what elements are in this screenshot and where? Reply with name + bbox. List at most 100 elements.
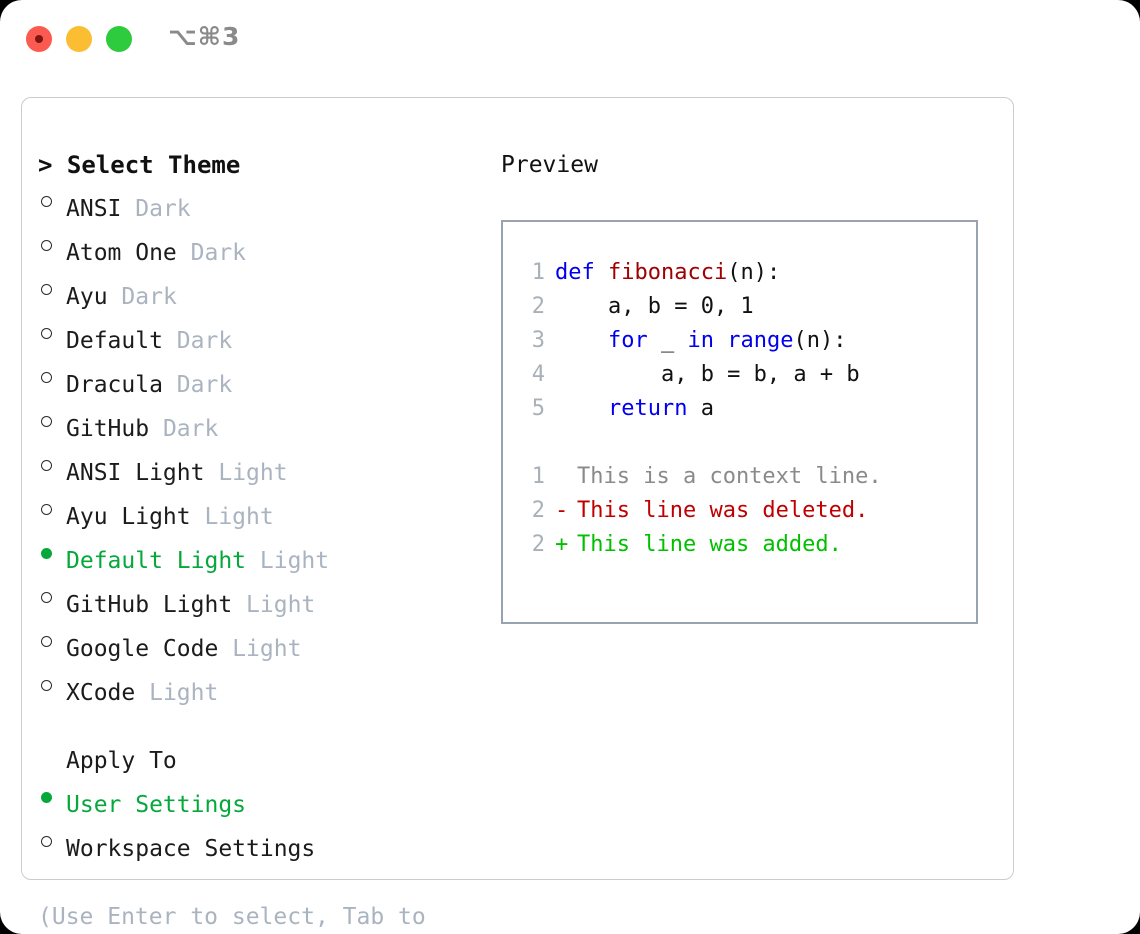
theme-option-selected[interactable]: Default Light Light <box>38 534 498 578</box>
code-token-plain <box>714 328 727 353</box>
theme-option[interactable]: Default Dark <box>38 314 498 358</box>
code-line: 3 for _ in range(n): <box>503 324 976 358</box>
keyboard-hint-text: (Use Enter to select, Tab to change focu… <box>38 904 426 930</box>
apply-to-option-label: Workspace Settings <box>66 836 316 862</box>
radio-off-icon[interactable] <box>38 358 66 392</box>
code-line: 1 def fibonacci(n): <box>503 256 976 290</box>
theme-option-label: GitHub Light <box>66 592 233 618</box>
theme-option[interactable]: GitHub Light Light <box>38 578 498 622</box>
diff-marker <box>555 460 577 494</box>
apply-to-option[interactable]: Workspace Settings <box>38 822 498 866</box>
preview-heading: Preview <box>501 152 598 178</box>
theme-option-variant: Light <box>232 636 302 662</box>
radio-on-icon[interactable] <box>38 778 66 812</box>
theme-option[interactable]: Ayu Light Light <box>38 490 498 534</box>
diff-line-added: 2 +This line was added. <box>503 528 976 562</box>
theme-option-label: ANSI <box>66 196 122 222</box>
radio-off-icon[interactable] <box>38 226 66 260</box>
theme-option-label: XCode <box>66 680 136 706</box>
diff-marker: - <box>555 498 569 523</box>
code-content: a, b = 0, 1 <box>555 290 754 324</box>
theme-option-variant: Dark <box>162 416 219 442</box>
radio-off-icon[interactable] <box>38 822 66 856</box>
theme-option-variant: Dark <box>190 240 247 266</box>
code-token-keyword: for <box>607 328 648 353</box>
radio-off-icon[interactable] <box>38 270 66 304</box>
theme-option-variant: Light <box>246 592 316 618</box>
line-number: 3 <box>531 328 545 353</box>
line-number: 2 <box>531 532 545 557</box>
line-number: 1 <box>531 260 545 285</box>
theme-option-label: Google Code <box>66 636 219 662</box>
code-token-plain: (n): <box>793 328 847 353</box>
theme-option-label: Ayu <box>66 284 108 310</box>
code-token-builtin: range <box>727 328 794 353</box>
apply-to-option-label: User Settings <box>66 792 247 818</box>
theme-option[interactable]: Dracula Dark <box>38 358 498 402</box>
code-content: a, b = b, a + b <box>555 358 860 392</box>
theme-option-variant: Light <box>204 504 274 530</box>
theme-option-label: Atom One <box>66 240 177 266</box>
theme-option[interactable]: GitHub Dark <box>38 402 498 446</box>
theme-option[interactable]: ANSI Dark <box>38 182 498 226</box>
theme-option-label: GitHub <box>66 416 150 442</box>
code-line: 2 a, b = 0, 1 <box>503 290 976 324</box>
maximize-button[interactable] <box>106 26 132 52</box>
theme-option-label: Default <box>66 328 163 354</box>
theme-option-label: Ayu Light <box>66 504 191 530</box>
diff-text: This is a context line. <box>577 464 882 489</box>
radio-off-icon[interactable] <box>38 314 66 348</box>
code-token-plain: a, b = b, a + b <box>555 362 860 387</box>
code-token-keyword: return <box>607 396 688 421</box>
select-theme-heading: > Select Theme <box>38 151 241 179</box>
line-number: 1 <box>531 464 545 489</box>
theme-option[interactable]: XCode Light <box>38 666 498 710</box>
radio-off-icon[interactable] <box>38 490 66 524</box>
radio-off-icon[interactable] <box>38 666 66 700</box>
diff-content: -This line was deleted. <box>555 494 868 528</box>
diff-line-context: 1 This is a context line. <box>503 460 976 494</box>
diff-content: +This line was added. <box>555 528 842 562</box>
diff-content: This is a context line. <box>555 460 882 494</box>
theme-option-variant: Light <box>149 680 219 706</box>
close-button[interactable] <box>26 26 52 52</box>
apply-to-option-list: User Settings Workspace Settings <box>38 778 498 866</box>
radio-off-icon[interactable] <box>38 622 66 656</box>
code-token-function: fibonacci <box>607 260 728 285</box>
radio-off-icon[interactable] <box>38 402 66 436</box>
theme-option-variant: Dark <box>176 328 233 354</box>
code-token-plain <box>555 328 608 353</box>
radio-off-icon[interactable] <box>38 578 66 612</box>
preview-column: Preview 1 def fibonacci(n): 2 a, b = 0, … <box>501 148 1001 624</box>
code-token-plain: a, b = 0, 1 <box>555 294 754 319</box>
radio-off-icon[interactable] <box>38 182 66 216</box>
theme-option-label: Default Light <box>66 548 247 574</box>
theme-option-variant: Dark <box>135 196 191 222</box>
radio-off-icon[interactable] <box>38 446 66 480</box>
radio-on-icon[interactable] <box>38 534 66 568</box>
code-content: for _ in range(n): <box>555 324 846 358</box>
theme-option[interactable]: Atom One Dark <box>38 226 498 270</box>
theme-picker-dialog: > Select Theme ANSI Dark Atom One Dark A <box>21 97 1014 930</box>
preview-spacer <box>503 426 976 460</box>
diff-text: This line was deleted. <box>577 498 869 523</box>
theme-option-label: ANSI Light <box>66 460 205 486</box>
theme-option-variant: Dark <box>176 372 233 398</box>
minimize-button[interactable] <box>66 26 92 52</box>
theme-list-column: > Select Theme ANSI Dark Atom One Dark A <box>38 148 498 934</box>
theme-option[interactable]: Ayu Dark <box>38 270 498 314</box>
theme-option-variant: Light <box>259 548 330 574</box>
theme-option[interactable]: ANSI Light Light <box>38 446 498 490</box>
code-content: def fibonacci(n): <box>555 256 780 290</box>
code-line: 4 a, b = b, a + b <box>503 358 976 392</box>
theme-option[interactable]: Google Code Light <box>38 622 498 666</box>
line-number: 2 <box>531 498 545 523</box>
code-token-plain: a <box>687 396 714 421</box>
theme-option-list: ANSI Dark Atom One Dark Ayu Dark <box>38 182 498 710</box>
apply-to-option-selected[interactable]: User Settings <box>38 778 498 822</box>
code-token-keyword: def <box>555 260 608 285</box>
apply-to-heading: Apply To <box>66 748 177 774</box>
code-content: return a <box>555 392 714 426</box>
diff-line-removed: 2 -This line was deleted. <box>503 494 976 528</box>
diff-text: This line was added. <box>577 532 842 557</box>
